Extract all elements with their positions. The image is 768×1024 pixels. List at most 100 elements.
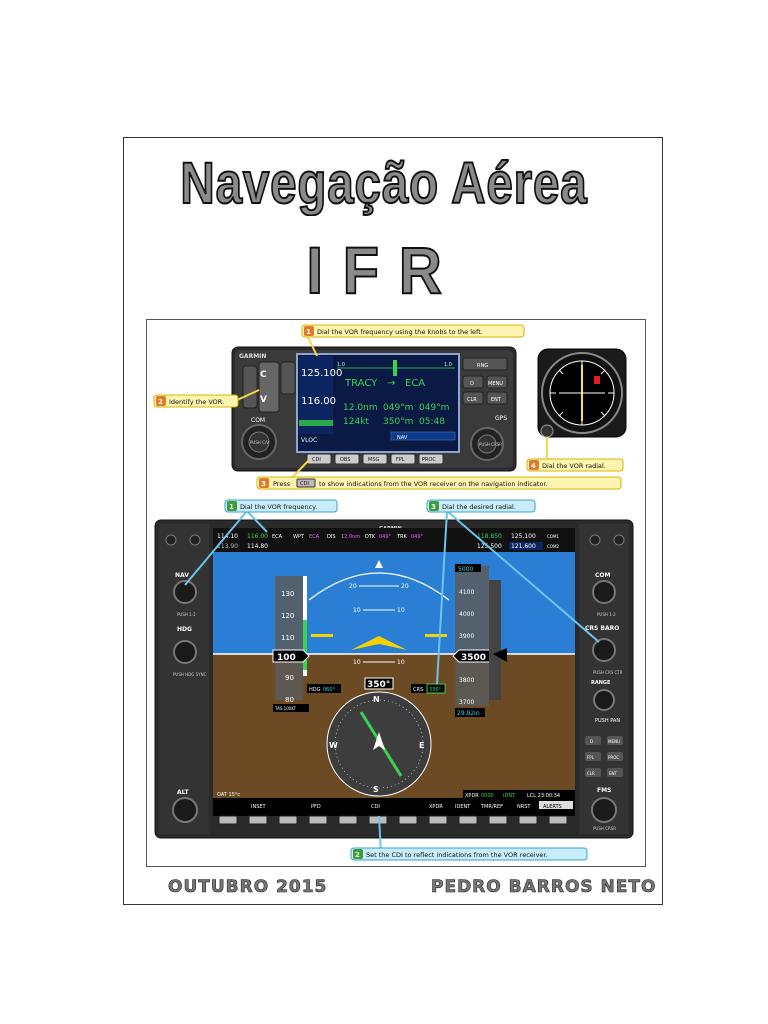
- gns-key-clr[interactable]: [462, 391, 484, 405]
- callout-4: 4 Dial the VOR radial.: [526, 458, 624, 472]
- softkey-2[interactable]: [248, 815, 268, 825]
- svg-text:E: E: [419, 741, 424, 750]
- pfd-nav-knob[interactable]: [173, 580, 197, 604]
- svg-text:Dial the VOR frequency.: Dial the VOR frequency.: [240, 503, 317, 511]
- svg-text:100: 100: [277, 653, 296, 663]
- aircraft-symbol: [351, 636, 407, 650]
- avionics-figure: GARMIN C V COM PUSH C/V 125.100 116.00 1…: [146, 319, 646, 867]
- gns-key-direct[interactable]: [462, 375, 484, 389]
- svg-text:CLR: CLR: [587, 771, 595, 776]
- svg-text:3: 3: [431, 503, 436, 511]
- gns-key-fpl[interactable]: [390, 453, 416, 465]
- svg-text:130: 130: [281, 590, 294, 598]
- svg-text:336°: 336°: [429, 687, 442, 693]
- svg-text:C: C: [260, 370, 267, 380]
- altitude-tape: [455, 566, 489, 706]
- gns-bottom-keys: CDI OBS MSG FPL PROC: [306, 453, 444, 465]
- svg-text:Dial the VOR radial.: Dial the VOR radial.: [542, 462, 606, 470]
- gns-unit: GARMIN C V COM PUSH C/V 125.100 116.00 1…: [231, 346, 517, 472]
- svg-text:1.0: 1.0: [444, 362, 452, 368]
- svg-text:D: D: [470, 381, 474, 387]
- softkey-7[interactable]: [398, 815, 418, 825]
- softkey-5[interactable]: [338, 815, 358, 825]
- gns-nav-active: 116.00: [301, 396, 336, 407]
- svg-text:LCL 23:00:34: LCL 23:00:34: [527, 793, 560, 799]
- svg-text:Identify the VOR.: Identify the VOR.: [169, 398, 224, 406]
- heading-readout: [364, 677, 394, 690]
- svg-text:IDENT: IDENT: [455, 804, 471, 810]
- pfd-hdg-knob[interactable]: [173, 640, 197, 664]
- gns-key-proc[interactable]: [418, 453, 444, 465]
- airspeed-tape: [275, 576, 303, 700]
- pfd-alt-knob[interactable]: [172, 797, 198, 823]
- svg-text:PFD: PFD: [311, 804, 321, 810]
- svg-text:049°m: 049°m: [383, 403, 413, 413]
- svg-text:INSET: INSET: [251, 804, 267, 810]
- svg-text:Set the CDI to reflect indicat: Set the CDI to reflect indications from …: [366, 851, 548, 859]
- pfd-key-ent[interactable]: [607, 768, 623, 777]
- gns-key-menu[interactable]: [486, 375, 508, 389]
- svg-text:S: S: [373, 785, 379, 794]
- softkey-11[interactable]: [518, 815, 538, 825]
- svg-text:4: 4: [531, 462, 536, 470]
- avionics-illustration: GARMIN C V COM PUSH C/V 125.100 116.00 1…: [153, 324, 634, 861]
- svg-text:10: 10: [397, 607, 405, 614]
- softkey-4[interactable]: [308, 815, 328, 825]
- obs-knob[interactable]: [540, 424, 554, 438]
- softkey-6[interactable]: [368, 815, 388, 825]
- softkey-3[interactable]: [278, 815, 298, 825]
- gns-com-label: COM: [251, 417, 265, 424]
- softkey-1[interactable]: [218, 815, 238, 825]
- svg-text:125.100: 125.100: [511, 533, 536, 540]
- hsi: N E S W 350°: [326, 677, 432, 797]
- softkey-10[interactable]: [488, 815, 508, 825]
- pfd-key-clr[interactable]: [585, 768, 601, 777]
- svg-text:GPS: GPS: [495, 415, 507, 422]
- svg-text:4100: 4100: [459, 589, 474, 596]
- cover-title-line1: Navegação Aérea: [180, 150, 588, 217]
- pfd-range-knob[interactable]: [593, 689, 615, 711]
- svg-text:110: 110: [281, 634, 294, 642]
- callout-3: 3 Press CDI to show indications from the…: [256, 476, 622, 490]
- svg-text:Press: Press: [273, 480, 291, 488]
- svg-text:Dial the VOR frequency using t: Dial the VOR frequency using the knobs t…: [317, 328, 483, 336]
- gns-key-rng[interactable]: [462, 357, 508, 371]
- softkey-8[interactable]: [428, 815, 448, 825]
- svg-text:20: 20: [349, 583, 357, 590]
- svg-text:10: 10: [397, 659, 405, 666]
- pfd-key-proc[interactable]: [607, 752, 623, 761]
- gns-com-switch[interactable]: [242, 365, 258, 409]
- svg-text:1: 1: [306, 328, 311, 336]
- callout-pfd-1: 1 Dial the VOR frequency.: [224, 499, 338, 513]
- svg-text:CDI: CDI: [300, 481, 309, 487]
- svg-text:OAT 15°c: OAT 15°c: [217, 792, 240, 798]
- pfd-fms-knob[interactable]: [591, 797, 617, 823]
- pfd-crs-baro-knob[interactable]: [592, 638, 616, 662]
- pfd-key-direct[interactable]: [585, 736, 601, 745]
- gns-key-cdi[interactable]: [306, 453, 332, 465]
- svg-text:ECA: ECA: [272, 534, 283, 540]
- pfd-com-knob[interactable]: [592, 580, 616, 604]
- svg-text:RNG: RNG: [477, 363, 488, 369]
- svg-text:HDG: HDG: [177, 626, 192, 633]
- cdi-gauge: [537, 348, 627, 438]
- softkey-9[interactable]: [458, 815, 478, 825]
- svg-text:PUSH CRS CTR: PUSH CRS CTR: [593, 670, 623, 675]
- svg-text:ALT: ALT: [177, 789, 189, 796]
- gns-key-msg[interactable]: [362, 453, 388, 465]
- pfd-key-menu[interactable]: [607, 736, 623, 745]
- svg-text:WPT: WPT: [293, 534, 305, 540]
- svg-text:to show indications from the V: to show indications from the VOR receive…: [319, 480, 548, 488]
- svg-text:2: 2: [355, 851, 360, 859]
- softkey-12[interactable]: [548, 815, 568, 825]
- svg-text:116.00: 116.00: [247, 533, 268, 540]
- svg-text:TAS 100KT: TAS 100KT: [274, 706, 297, 711]
- pfd-key-fpl[interactable]: [585, 752, 601, 761]
- gns-key-obs[interactable]: [334, 453, 360, 465]
- svg-text:NAV: NAV: [397, 435, 408, 441]
- svg-text:80: 80: [285, 696, 294, 704]
- gns-key-ent[interactable]: [486, 391, 508, 405]
- svg-text:3700: 3700: [459, 699, 474, 706]
- gns-route-from: TRACY: [344, 378, 378, 389]
- svg-text:PUSH 1-2: PUSH 1-2: [177, 612, 196, 617]
